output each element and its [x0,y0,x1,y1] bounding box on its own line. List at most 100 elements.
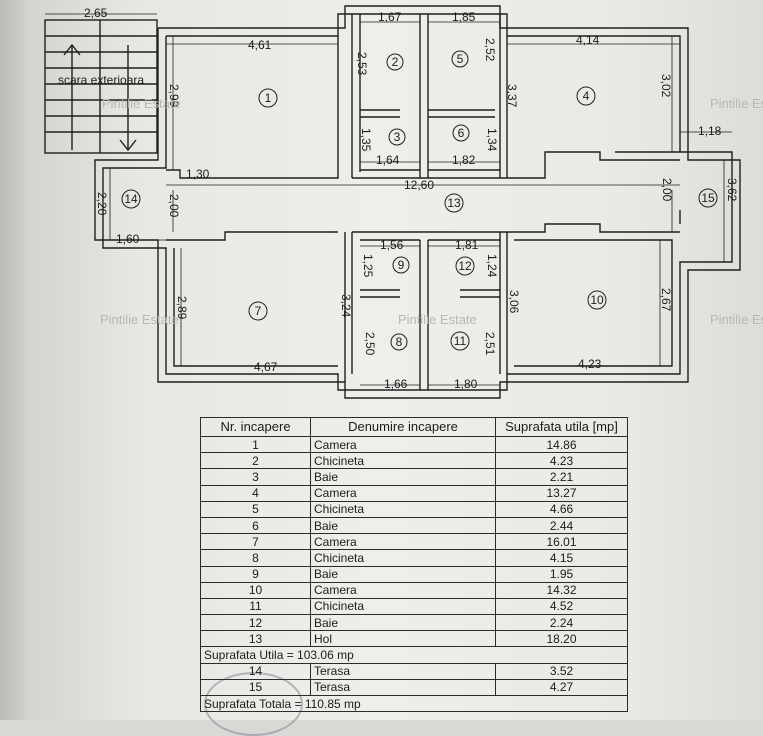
room-marker-circle [576,86,596,106]
room-area-cell: 2.21 [495,468,628,486]
room-marker-circle [698,188,718,208]
column-header: Denumire incapere [310,417,496,437]
room-number-cell: 11 [200,597,311,616]
room-number-cell: 9 [200,565,311,583]
room-marker-label: 5 [457,52,464,66]
dimension-label: 2,50 [363,332,377,356]
room-marker-label: 13 [447,196,461,210]
room-marker-circle [451,50,469,68]
room-area-cell: 2.24 [495,614,628,632]
room-number-cell: 2 [200,452,311,470]
room-name-cell: Camera [310,533,496,551]
room-name-cell: Baie [310,516,496,535]
dimension-label: 2,99 [167,84,181,108]
dimension-label: 1,85 [452,10,476,24]
dimension-label: 4,23 [578,357,602,371]
dimension-label: 3,62 [725,178,739,202]
room-marker-label: 7 [255,304,262,318]
dimension-label: 2,00 [167,194,181,218]
room-marker-circle [444,193,464,213]
room-marker-label: 9 [398,258,405,272]
room-area-cell: 4.66 [495,500,628,518]
room-marker-circle [455,256,475,276]
room-area-cell: 13.27 [495,484,628,502]
dimension-label: 2,53 [355,52,369,76]
dimension-label: 2,51 [483,332,497,356]
room-number-cell: 10 [200,581,311,599]
watermark: Pintilie Estate [710,96,763,111]
dimension-label: 2,52 [483,38,497,62]
dimension-label: 1,18 [698,124,722,138]
room-name-cell: Baie [310,565,496,583]
room-name-cell: Camera [310,435,496,454]
room-number-cell: 12 [200,614,311,632]
room-name-cell: Baie [310,614,496,632]
room-marker-label: 12 [458,259,472,273]
exterior-stair-label: scara exterioara [58,73,144,87]
room-marker-circle [452,124,470,142]
room-marker-label: 15 [701,191,715,205]
room-area-cell: 4.52 [495,597,628,616]
dimension-label: 1,66 [384,377,408,391]
room-marker-circle [390,333,408,351]
room-number-cell: 8 [200,549,311,567]
exterior-wall [94,5,741,399]
dimension-label: 3,24 [339,294,353,318]
room-number-cell: 5 [200,500,311,518]
room-marker-circle [587,290,607,310]
room-number-cell: 1 [200,435,311,454]
dimension-label: 3,37 [505,84,519,108]
room-10-wall [507,223,680,233]
room-area-table: Nr. incapere Denumire incapere Suprafata… [200,417,628,713]
dimension-label: 2,20 [95,192,109,216]
room-number-cell: 14 [200,662,311,680]
room-marker-label: 14 [124,192,138,206]
dimension-label: 3,06 [507,290,521,314]
room-marker-circle [450,331,470,351]
room-area-cell: 14.32 [495,581,628,599]
dimension-label: 4,14 [576,33,600,47]
dimension-label: 2,89 [175,296,189,320]
room-marker-label: 1 [265,91,272,105]
watermark: Pintilie Estate [710,312,763,327]
floor-plan: 2,65 1,67 1,85 4,61 4,14 2,53 2,52 2,99 … [44,5,763,399]
room-marker-label: 3 [394,130,401,144]
room-4-wall [507,151,680,179]
watermark: Pintilie Estate [398,312,477,327]
total-area-summary-row: Suprafata Totala = 110.85 mp [200,694,628,713]
room-marker-label: 6 [458,126,465,140]
room-number-cell: 7 [200,533,311,551]
dimension-label: 1,34 [485,128,499,152]
dimension-label: 1,82 [452,153,476,167]
dimension-label: 1,56 [380,238,404,252]
room-name-cell: Chicineta [310,597,496,616]
dimension-label: 1,60 [116,232,140,246]
column-header: Nr. incapere [200,417,311,437]
column-header: Suprafata utila [mp] [495,417,628,437]
room-marker-circle [392,256,410,274]
room-area-cell: 18.20 [495,630,628,648]
room-marker-circle [386,53,404,71]
room-1-wall [166,36,339,179]
room-marker-label: 8 [396,335,403,349]
room-number-cell: 15 [200,678,311,697]
dimension-label: 4,67 [254,360,278,374]
room-marker-circle [248,301,268,321]
room-area-cell: 4.27 [495,678,628,697]
room-name-cell: Chicineta [310,452,496,470]
room-number-cell: 13 [200,630,311,648]
dimension-label: 2,65 [84,6,108,20]
room-marker-label: 10 [590,293,604,307]
